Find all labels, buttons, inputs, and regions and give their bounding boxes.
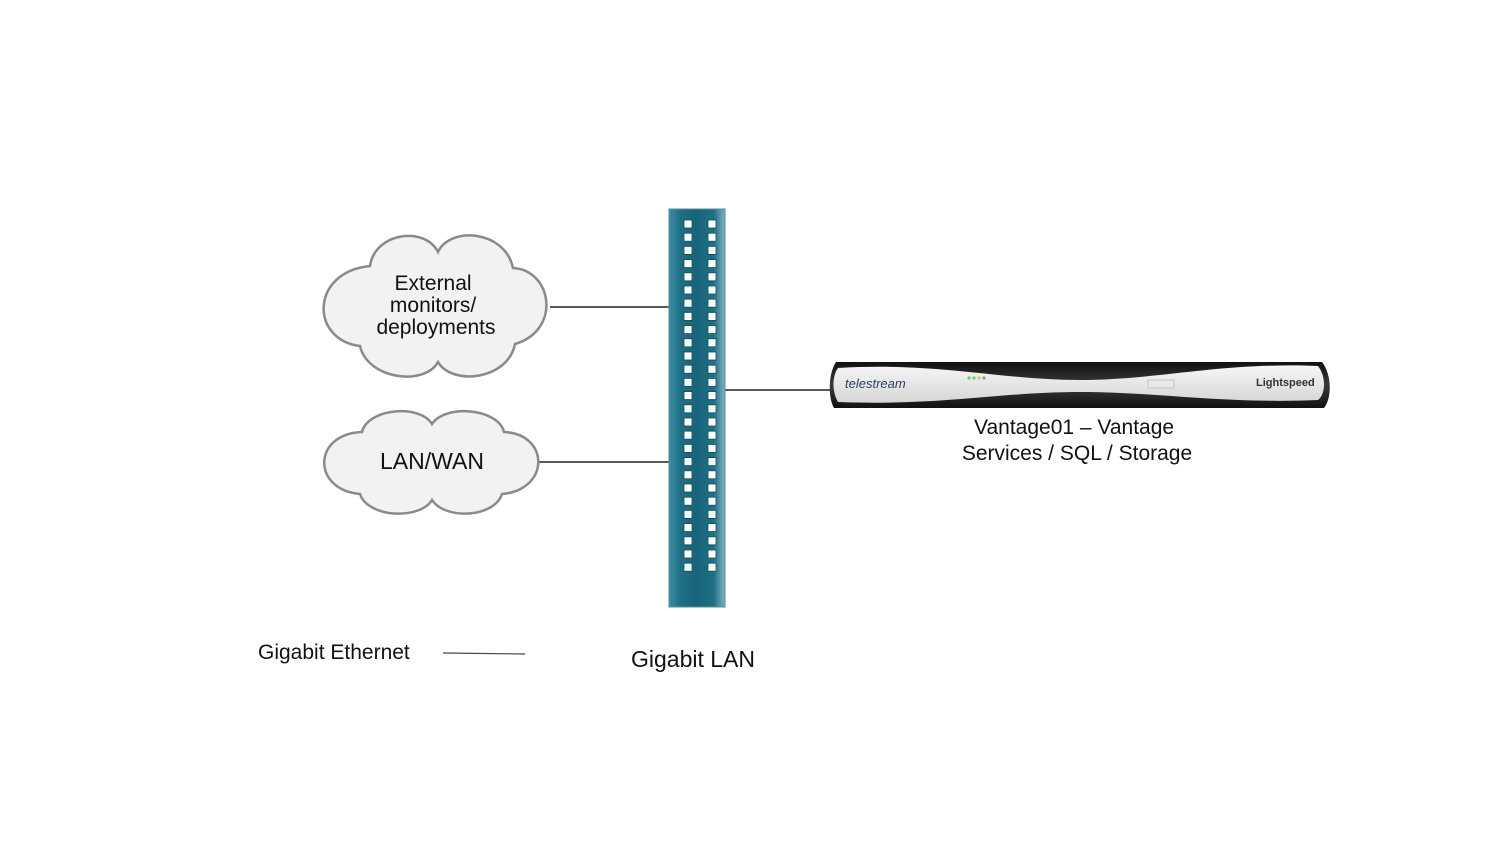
- cloud-shape-icon: [322, 234, 548, 378]
- server-caption-line-2: Services / SQL / Storage: [962, 442, 1192, 465]
- switch-port: [683, 285, 693, 295]
- switch-port: [707, 391, 717, 401]
- switch-port: [707, 483, 717, 493]
- switch-port: [707, 549, 717, 559]
- switch-port: [683, 391, 693, 401]
- switch-port: [683, 523, 693, 532]
- switch-port: [683, 377, 693, 387]
- server-front-panel: [833, 365, 1324, 403]
- switch-port: [683, 298, 693, 308]
- external-cloud: External monitors/ deployments: [322, 234, 548, 378]
- switch-port: [707, 311, 717, 321]
- switch-port: [707, 430, 717, 440]
- switch-ports: [683, 219, 717, 572]
- switch-port: [707, 364, 717, 374]
- switch-port: [683, 325, 693, 335]
- switch-port: [683, 509, 693, 519]
- external-cloud-label-line-2: monitors/: [390, 294, 477, 317]
- switch-port: [707, 457, 717, 467]
- switch-port: [683, 536, 693, 546]
- switch-port: [707, 470, 717, 480]
- server-model-label: Lightspeed: [1256, 377, 1315, 389]
- switch-port: [707, 562, 717, 572]
- switch-port: [707, 404, 717, 414]
- switch-port: [707, 509, 717, 519]
- lan-wan-label: LAN/WAN: [380, 448, 484, 474]
- switch-port: [707, 325, 717, 335]
- switch-port: [707, 523, 717, 532]
- switch-port: [683, 404, 693, 414]
- cloud-shape-icon: [323, 409, 540, 515]
- legend-line-swatch: [442, 652, 526, 655]
- switch-port: [707, 417, 717, 427]
- switch-port: [707, 219, 717, 229]
- switch-port: [707, 351, 717, 361]
- switch-port: [683, 351, 693, 361]
- switch-port: [683, 245, 693, 255]
- switch-port: [707, 536, 717, 546]
- external-cloud-label-line-3: deployments: [376, 316, 495, 339]
- legend: Gigabit Ethernet: [258, 641, 526, 664]
- switch-port: [683, 430, 693, 440]
- server-caption-line-1: Vantage01 – Vantage: [974, 416, 1174, 439]
- switch-port: [707, 272, 717, 282]
- external-cloud-label-line-1: External: [395, 272, 472, 295]
- switch-label: Gigabit LAN: [631, 646, 755, 672]
- gigabit-switch: [668, 208, 726, 608]
- connections: [538, 306, 832, 463]
- vantage-server: telestream Lightspeed: [829, 362, 1330, 408]
- switch-port: [707, 377, 717, 387]
- switch-port: [707, 496, 717, 506]
- switch-port: [683, 457, 693, 467]
- switch-port: [707, 285, 717, 295]
- switch-port: [683, 549, 693, 559]
- switch-port: [707, 443, 717, 453]
- switch-port: [683, 259, 693, 269]
- svg-text:External monitors/: External monitors/ deployments: [376, 272, 495, 339]
- switch-port: [683, 562, 693, 572]
- server-brand-logo: telestream: [845, 376, 906, 391]
- switch-port: [707, 338, 717, 348]
- svg-text:Vantage01 – Vantage Servic: Vantage01 – Vantage Services / SQL / Sto…: [962, 416, 1192, 465]
- switch-port: [683, 232, 693, 242]
- switch-port: [683, 443, 693, 453]
- status-led-icons: [967, 376, 1175, 389]
- switch-port: [683, 483, 693, 493]
- switch-port: [683, 338, 693, 348]
- switch-port: [683, 311, 693, 321]
- switch-port: [707, 298, 717, 308]
- switch-port: [683, 417, 693, 427]
- switch-port: [683, 219, 693, 229]
- lan-wan-cloud: LAN/WAN: [323, 409, 540, 515]
- switch-port: [707, 232, 717, 242]
- legend-label: Gigabit Ethernet: [258, 641, 410, 664]
- switch-port: [683, 470, 693, 480]
- switch-port: [707, 245, 717, 255]
- switch-port: [683, 496, 693, 506]
- switch-chassis: [668, 208, 726, 608]
- switch-port: [683, 364, 693, 374]
- switch-port: [683, 272, 693, 282]
- switch-port: [707, 259, 717, 269]
